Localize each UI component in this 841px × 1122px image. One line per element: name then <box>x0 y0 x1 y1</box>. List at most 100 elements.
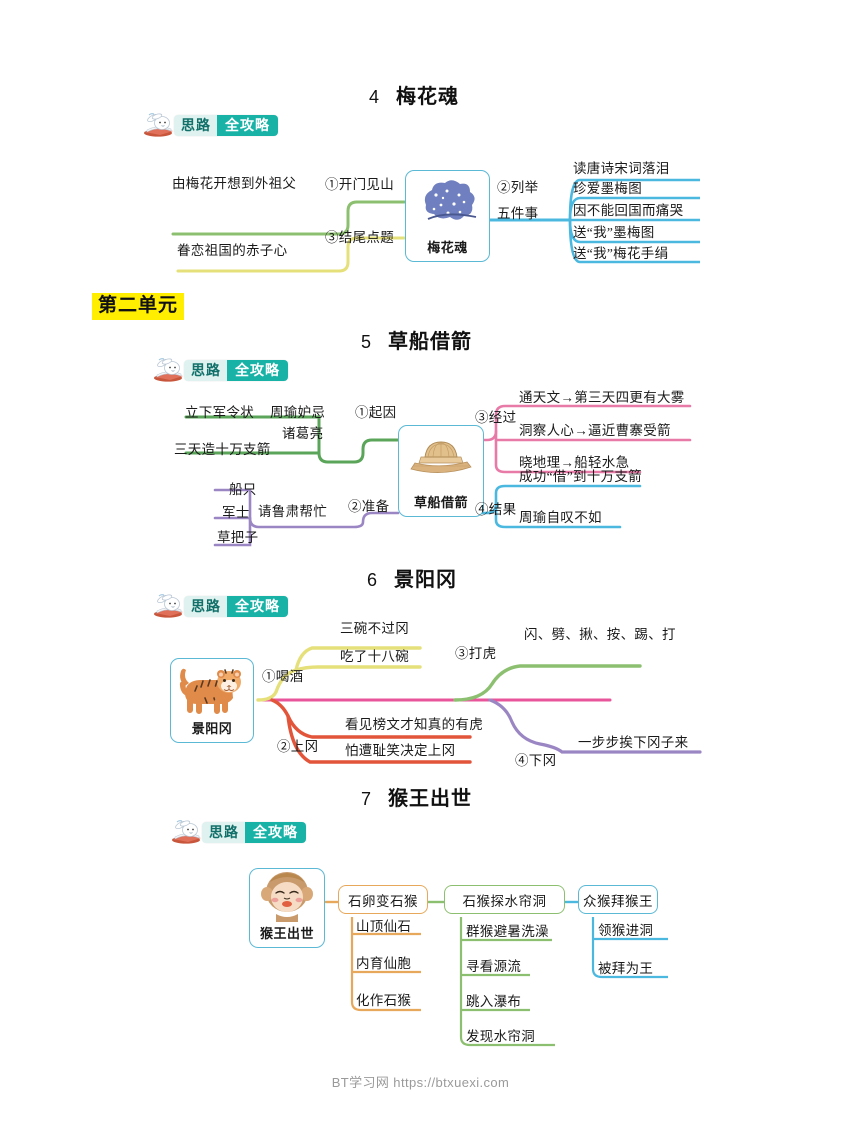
map5-leaf-b2-2: 草把子 <box>217 530 259 545</box>
straw-boat-icon <box>399 426 483 492</box>
map5-leaf-b3-1: 洞察人心→逼近曹寨受箭 <box>519 423 671 438</box>
lesson-title-6: 6 景阳冈 <box>367 563 457 592</box>
map5-leaf-b2-1: 军士 <box>222 505 250 520</box>
map4-leaf-b1-0: 由梅花开想到外祖父 <box>172 176 297 191</box>
map4-leaf-b2-2: 因不能回国而痛哭 <box>573 203 684 218</box>
lesson-name-6: 景阳冈 <box>394 569 458 591</box>
map7-stage1-item-2: 化作石猴 <box>356 993 412 1008</box>
lesson-name-7: 猴王出世 <box>388 788 473 810</box>
footer-watermark: BT学习网 https://btxuexi.com <box>331 1075 510 1090</box>
map4-leaf-b2-0: 读唐诗宋词落泪 <box>573 161 670 176</box>
mindmap-6-connectors <box>0 612 841 792</box>
map5-leaf-b2-0: 船只 <box>229 482 257 497</box>
silu-pill: 思路 全攻略 <box>174 114 278 136</box>
center-node-7: 猴王出世 <box>249 868 325 948</box>
center-node-6: 景阳冈 <box>170 658 254 743</box>
map7-stage1-item-0: 山顶仙石 <box>356 919 412 934</box>
map7-stage-1-title: 石卵变石猴 <box>338 885 428 914</box>
silu-badge-7: 思路 全攻略 <box>170 820 306 844</box>
silu-right-text: 全攻略 <box>245 821 306 843</box>
map4-leaf-b2-3: 送“我”墨梅图 <box>573 225 655 240</box>
map7-stage1-item-1: 内育仙胞 <box>356 956 412 971</box>
lesson-number-6: 6 <box>367 570 379 590</box>
lesson-name-4: 梅花魂 <box>396 86 460 108</box>
lesson-title-4: 4 梅花魂 <box>369 80 459 109</box>
map6-leaf-b2-0: 看见榜文才知真的有虎 <box>345 717 483 732</box>
silu-pill: 思路 全攻略 <box>184 359 288 381</box>
map7-stage-3-title: 众猴拜猴王 <box>578 885 658 914</box>
map6-leaf-b1-0: 三碗不过冈 <box>340 621 409 636</box>
plum-blossom-icon <box>406 171 489 237</box>
map7-stage3-item-1: 被拜为王 <box>598 961 654 976</box>
map5-label-b1: ①起因 <box>355 405 397 420</box>
silu-pill: 思路 全攻略 <box>202 821 306 843</box>
mindmap-7-connectors <box>0 865 841 1065</box>
silu-right-text: 全攻略 <box>227 595 288 617</box>
map7-stage2-item-0: 群猴避暑洗澡 <box>466 924 549 939</box>
monkey-face-icon <box>250 869 324 923</box>
silu-left-text: 思路 <box>174 114 217 136</box>
lesson-number-4: 4 <box>369 87 381 107</box>
map5-leaf-b4-1: 周瑜自叹不如 <box>519 510 602 525</box>
center-node-4-caption: 梅花魂 <box>427 240 468 255</box>
silu-badge-5: 思路 全攻略 <box>152 358 288 382</box>
tiger-icon <box>171 659 253 718</box>
map6-label-b3: ③打虎 <box>455 646 497 661</box>
rabbit-on-book-icon <box>152 357 186 383</box>
map6-label-b1: ①喝酒 <box>262 669 304 684</box>
lesson-number-5: 5 <box>361 332 373 352</box>
map5-leaf-b1-0: 立下军令状 <box>185 405 254 420</box>
rabbit-on-book-icon <box>142 112 176 138</box>
map5-sublabel-b1-2: 诸葛亮 <box>282 426 324 441</box>
map4-label-b1: ①开门见山 <box>325 177 394 192</box>
map5-sublabel-b1-1: 周瑜妒忌 <box>270 405 326 420</box>
map5-sublabel-b2-1: 请鲁肃帮忙 <box>258 504 327 519</box>
map5-leaf-b1-1: 三天造十万支箭 <box>174 442 271 457</box>
map6-label-b2: ②上冈 <box>277 739 319 754</box>
silu-badge-4: 思路 全攻略 <box>142 113 278 137</box>
center-node-6-caption: 景阳冈 <box>191 721 233 736</box>
map5-label-b3: ③经过 <box>475 410 517 425</box>
rabbit-on-book-icon <box>152 593 186 619</box>
map7-stage2-item-3: 发现水帘洞 <box>466 1029 535 1044</box>
map6-label-b4: ④下冈 <box>515 753 557 768</box>
lesson-name-5: 草船借箭 <box>388 331 473 353</box>
silu-pill: 思路 全攻略 <box>184 595 288 617</box>
map4-leaf-b3-0: 眷恋祖国的赤子心 <box>177 243 288 258</box>
map5-leaf-b3-2: 晓地理→船轻水急 <box>519 455 630 470</box>
map5-leaf-b4-0: 成功“借”到十万支箭 <box>519 469 642 484</box>
map7-stage-2-title: 石猴探水帘洞 <box>444 885 565 914</box>
silu-right-text: 全攻略 <box>217 114 278 136</box>
map7-stage3-item-0: 领猴进洞 <box>598 923 654 938</box>
lesson-title-7: 7 猴王出世 <box>361 782 472 811</box>
map6-leaf-b4-0: 一步步挨下冈子来 <box>578 735 689 750</box>
map5-label-b2: ②准备 <box>348 499 390 514</box>
center-node-5: 草船借箭 <box>398 425 484 517</box>
map5-label-b4: ④结果 <box>475 502 517 517</box>
silu-left-text: 思路 <box>184 359 227 381</box>
silu-badge-6: 思路 全攻略 <box>152 594 288 618</box>
center-node-5-caption: 草船借箭 <box>413 495 468 510</box>
map6-leaf-b1-1: 吃了十八碗 <box>340 649 409 664</box>
map4-label-b2-line1: ②列举 <box>497 180 539 195</box>
map6-leaf-b2-1: 怕遭耻笑决定上冈 <box>345 743 456 758</box>
rabbit-on-book-icon <box>170 819 204 845</box>
map4-leaf-b2-1: 珍爱墨梅图 <box>573 181 642 196</box>
silu-right-text: 全攻略 <box>227 359 288 381</box>
unit-badge: 第二单元 <box>92 293 185 320</box>
map4-label-b3: ③结尾点题 <box>325 230 394 245</box>
map7-stage2-item-1: 寻看源流 <box>466 959 522 974</box>
lesson-title-5: 5 草船借箭 <box>361 325 472 354</box>
mindmap-4-connectors <box>0 140 841 290</box>
mindmap-5-connectors <box>0 390 841 565</box>
silu-left-text: 思路 <box>184 595 227 617</box>
map4-label-b2-line2: 五件事 <box>497 206 539 221</box>
map5-leaf-b3-0: 通天文→第三天四更有大雾 <box>519 390 685 405</box>
map4-leaf-b2-4: 送“我”梅花手绢 <box>573 246 669 261</box>
map6-leaf-b3-0: 闪、劈、揪、按、踢、打 <box>524 627 676 642</box>
map7-stage2-item-2: 跳入瀑布 <box>466 994 522 1009</box>
center-node-4: 梅花魂 <box>405 170 490 262</box>
center-node-7-caption: 猴王出世 <box>259 926 314 941</box>
lesson-number-7: 7 <box>361 789 373 809</box>
